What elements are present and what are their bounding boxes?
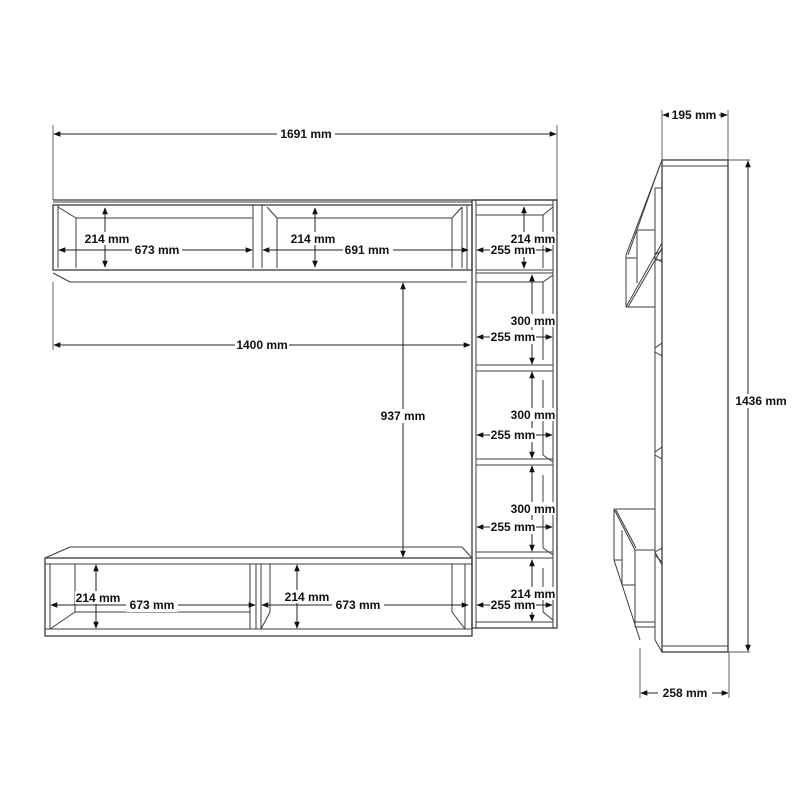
total-height-dimension: 1436 mm: [728, 159, 789, 653]
top-right-height-label: 214 mm: [291, 232, 336, 246]
top-left-width-label: 673 mm: [135, 243, 180, 257]
side-view: 195 mm: [613, 108, 789, 700]
tv-unit: 214 mm 673 mm 214 mm 673 mm: [44, 546, 473, 637]
tower-width-label-2: 255 mm: [491, 330, 536, 344]
tower-width-label-5: 255 mm: [491, 598, 536, 612]
total-height-label: 1436 mm: [735, 394, 786, 408]
tv-right-width-label: 673 mm: [336, 598, 381, 612]
span-label: 1400 mm: [236, 338, 287, 352]
tower-height-label-2: 300 mm: [511, 314, 556, 328]
tower-height-label-1: 214 mm: [511, 232, 556, 246]
tower-height-label-3: 300 mm: [511, 408, 556, 422]
span-dimension: 1400 mm: [52, 282, 471, 352]
top-shelf: 214 mm 673 mm 214 mm 691 mm: [52, 199, 557, 283]
tower-width-label-4: 255 mm: [491, 520, 536, 534]
tv-right-height-label: 214 mm: [285, 590, 330, 604]
bottom-depth-label: 258 mm: [663, 686, 708, 700]
tv-left-width-label: 673 mm: [130, 598, 175, 612]
side-column: [654, 159, 729, 653]
overall-width-dimension: 1691 mm: [52, 125, 558, 200]
tower-width-label-3: 255 mm: [491, 428, 536, 442]
top-right-width-label: 691 mm: [345, 243, 390, 257]
bottom-depth-dimension: 258 mm: [639, 648, 730, 700]
tower-height-label-5: 214 mm: [511, 587, 556, 601]
tower-width-label-1: 255 mm: [491, 243, 536, 257]
front-view: 1691 mm: [44, 125, 558, 637]
side-top-shelf: [625, 159, 663, 308]
top-left-height-label: 214 mm: [85, 232, 130, 246]
gap-height-label: 937 mm: [381, 409, 426, 423]
tower-unit: 214 mm 255 mm 300 mm 255 mm 300 mm 255 m…: [471, 199, 558, 629]
gap-height-dimension: 937 mm: [378, 282, 428, 558]
tv-left-height-label: 214 mm: [76, 591, 121, 605]
overall-width-label: 1691 mm: [280, 127, 331, 141]
tower-height-label-4: 300 mm: [511, 502, 556, 516]
top-depth-dimension: 195 mm: [661, 108, 729, 160]
top-depth-label: 195 mm: [672, 108, 717, 122]
side-tv-unit: [613, 508, 663, 641]
